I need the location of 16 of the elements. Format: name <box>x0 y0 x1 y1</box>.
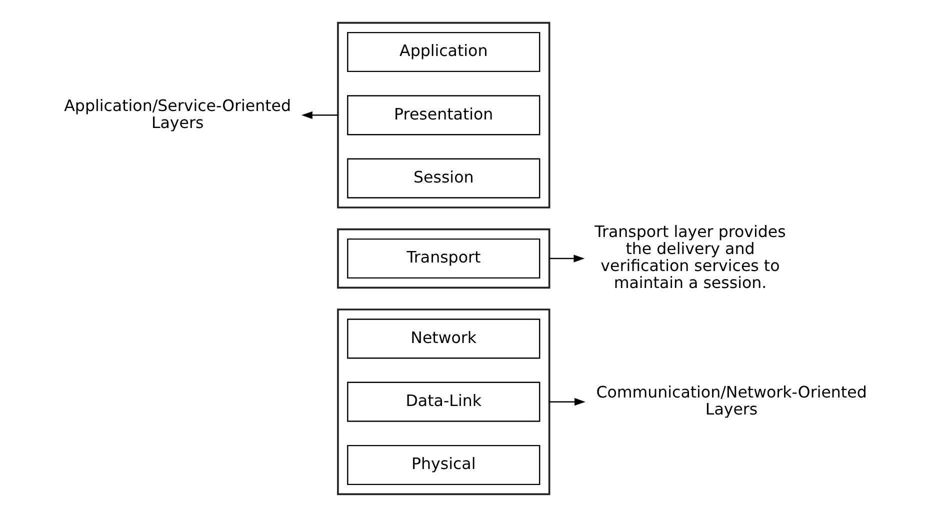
node-box: Network <box>347 318 540 359</box>
cluster <box>337 22 550 208</box>
node-box: Application <box>347 32 540 72</box>
arrow <box>549 398 586 406</box>
node-box: Presentation <box>347 95 540 136</box>
cluster <box>337 308 550 496</box>
node-text: Transport layer provides the delivery and verification services to maintain a session. <box>594 222 786 292</box>
node-text: Application/Service-Oriented Layers <box>64 96 292 132</box>
node-box: Session <box>347 158 540 198</box>
node-text: Communication/Network-Oriented Layers <box>596 382 867 418</box>
node-box: Physical <box>347 444 540 486</box>
cluster <box>337 228 550 289</box>
node-box: Data-Link <box>347 382 540 422</box>
arrow <box>302 111 338 119</box>
arrow <box>549 254 585 262</box>
node-box: Transport <box>347 238 540 279</box>
